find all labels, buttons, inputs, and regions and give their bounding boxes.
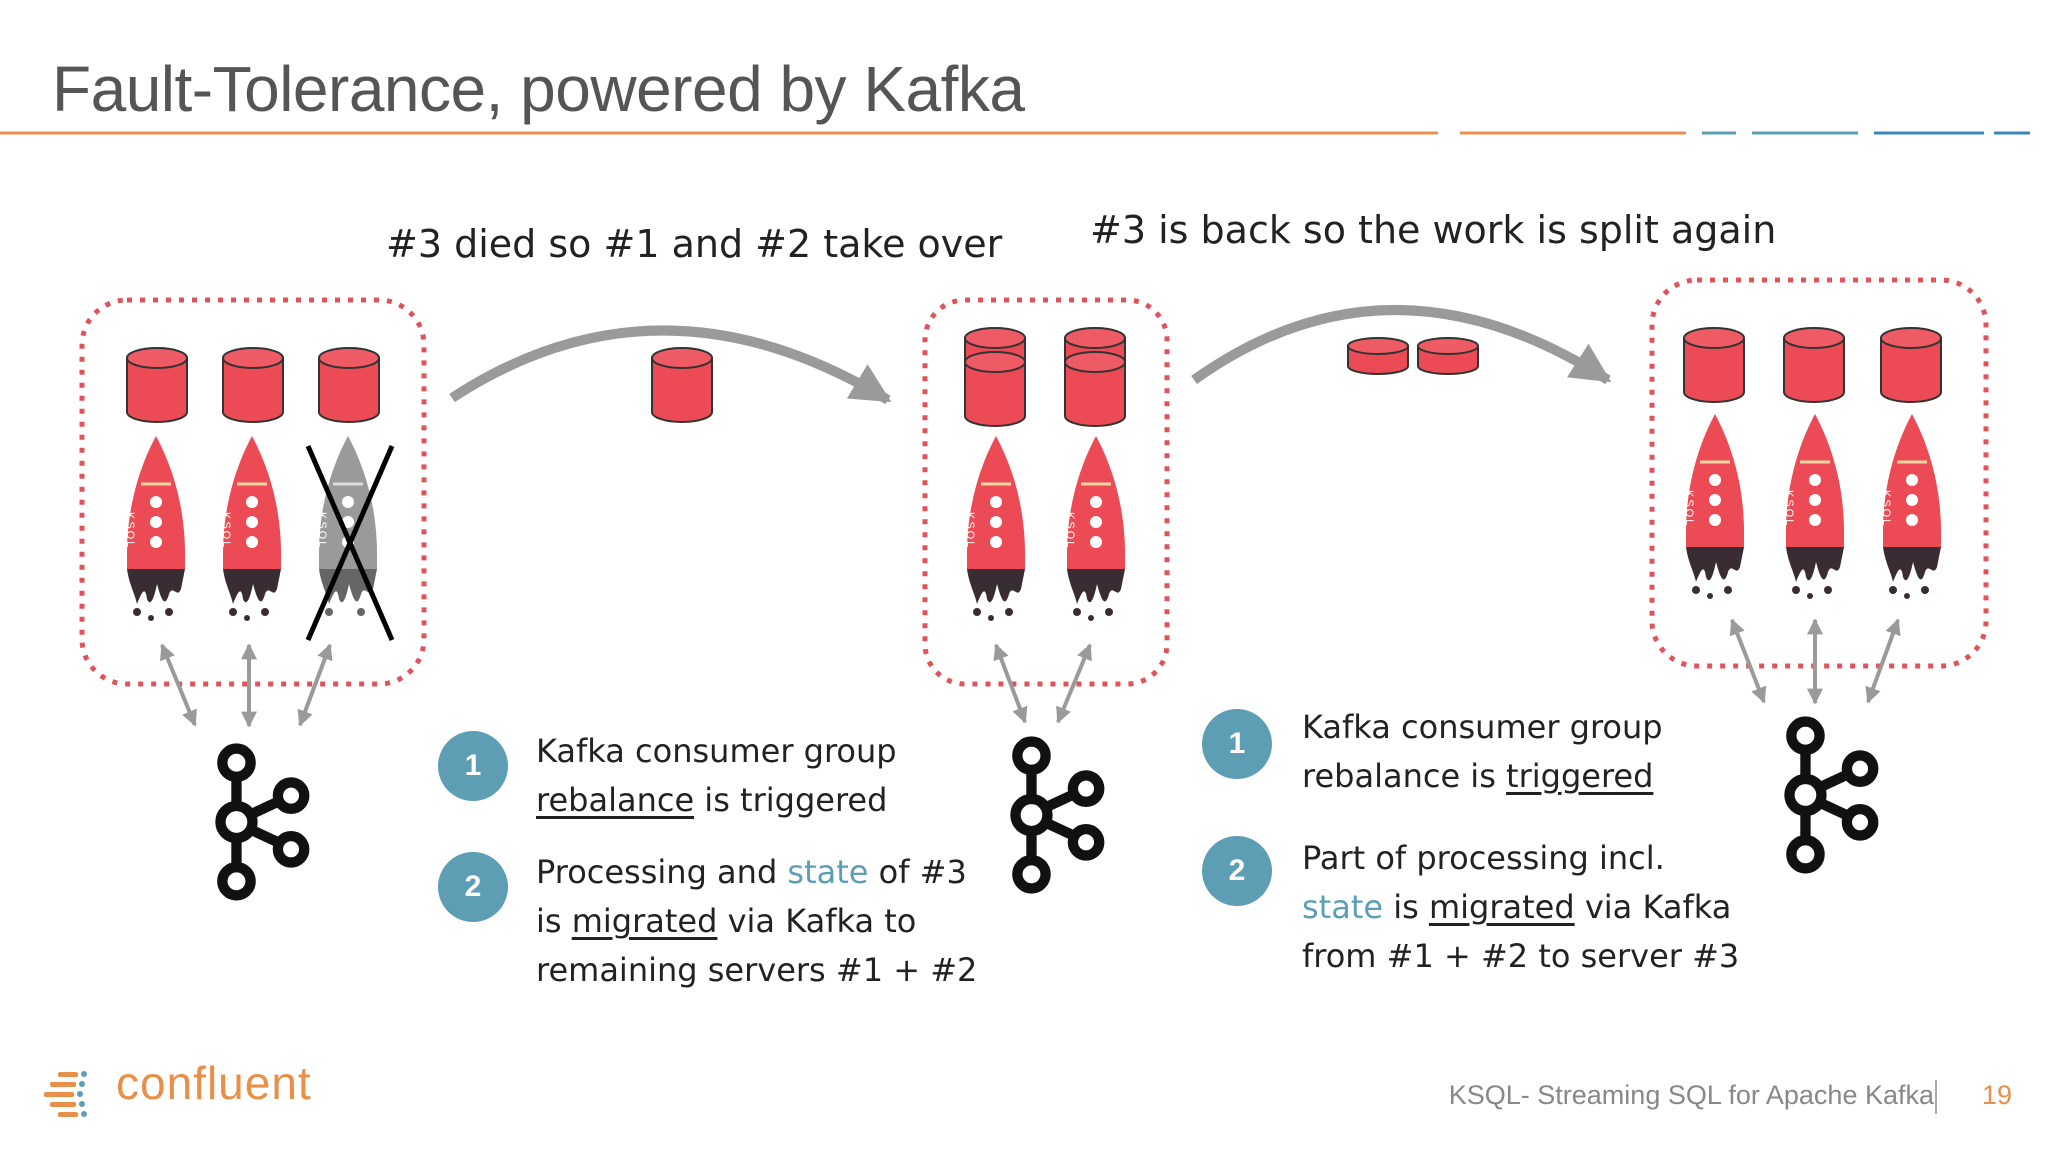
step-line: is migrated via Kafka to xyxy=(536,897,977,946)
step-line: remaining servers #1 + #2 xyxy=(536,946,977,995)
curved-arrow-icon xyxy=(449,325,892,405)
double-arrow-icon xyxy=(160,643,333,728)
step-text: Part of processing incl. state is migrate… xyxy=(1302,834,1739,981)
step-badge: 1 xyxy=(438,731,508,801)
step-badge: 2 xyxy=(1202,836,1272,906)
database-icon xyxy=(126,347,188,423)
slide-title: Fault-Tolerance, powered by Kafka xyxy=(52,53,1025,125)
server-group-before xyxy=(79,297,427,687)
kafka-logo-icon xyxy=(1015,742,1099,889)
step-text-segment: Kafka consumer group xyxy=(536,732,897,770)
step-text-segment: is triggered xyxy=(694,781,888,819)
step-badge: 2 xyxy=(438,852,508,922)
step-line: state is migrated via Kafka xyxy=(1302,883,1739,932)
step-text-segment: Part of processing incl. xyxy=(1302,839,1665,877)
step-text-segment: state xyxy=(1302,888,1384,926)
step-badge: 1 xyxy=(1202,709,1272,779)
rocket-label: KSQL xyxy=(220,512,232,549)
database-icon xyxy=(1783,327,1845,403)
rocket-label: KSQL xyxy=(1683,490,1695,527)
step-text-segment: Processing and xyxy=(536,853,788,891)
rocket-label: KSQL xyxy=(1880,490,1892,527)
step-line: rebalance is triggered xyxy=(1302,752,1663,801)
cross-icon xyxy=(305,445,395,641)
database-icon xyxy=(1417,337,1479,375)
step-text-segment: migrated xyxy=(571,902,718,940)
logo-text: confluent xyxy=(116,1057,312,1109)
rocket-label: KSQL xyxy=(1064,512,1076,549)
kafka-logo-icon xyxy=(1789,722,1873,869)
caption-right: #3 is back so the work is split again xyxy=(1090,208,1777,252)
step-line: from #1 + #2 to server #3 xyxy=(1302,932,1739,981)
caption-left: #3 died so #1 and #2 take over xyxy=(386,222,1003,266)
step-text-segment: is xyxy=(536,902,572,940)
server-group-after xyxy=(1649,277,1989,669)
database-icon xyxy=(318,347,380,423)
confluent-logo: confluent xyxy=(44,1057,314,1122)
step-text-segment: from #1 + #2 to server #3 xyxy=(1302,937,1740,975)
step-text-segment: remaining servers #1 + #2 xyxy=(536,951,978,989)
rocket-label: KSQL xyxy=(964,512,976,549)
step-text-segment: state xyxy=(787,853,869,891)
database-icon xyxy=(964,351,1026,427)
step-line: Kafka consumer group xyxy=(536,727,897,776)
database-icon xyxy=(1064,351,1126,427)
double-arrow-icon xyxy=(1729,618,1901,705)
footer-separator xyxy=(1935,1080,1937,1114)
step-line: Kafka consumer group xyxy=(1302,703,1663,752)
step-text-segment: migrated xyxy=(1428,888,1575,926)
page-number: 19 xyxy=(1982,1080,2013,1110)
footer-title: KSQL- Streaming SQL for Apache Kafka xyxy=(1448,1080,1934,1110)
server-group-during xyxy=(922,297,1170,687)
step-line: Processing and state of #3 xyxy=(536,848,977,897)
step-text: Kafka consumer group rebalance is trigger… xyxy=(1302,703,1663,801)
step-text-segment: of #3 xyxy=(868,853,967,891)
rocket-label: KSQL xyxy=(1783,490,1795,527)
database-icon xyxy=(1683,327,1745,403)
step-text-segment: Kafka consumer group xyxy=(1302,708,1663,746)
double-arrow-icon xyxy=(993,643,1092,724)
step-text: Kafka consumer group rebalance is trigger… xyxy=(536,727,897,825)
rocket-label: KSQL xyxy=(316,512,328,549)
database-icon xyxy=(1880,327,1942,403)
database-icon xyxy=(651,347,713,423)
confluent-mark-icon xyxy=(44,1071,87,1117)
rocket-label: KSQL xyxy=(124,512,136,549)
step-text-segment: via Kafka xyxy=(1574,888,1732,926)
step-text-segment: via Kafka to xyxy=(717,902,917,940)
database-icon xyxy=(222,347,284,423)
step-line: Part of processing incl. xyxy=(1302,834,1739,883)
database-icon xyxy=(1347,337,1409,375)
curved-arrow-icon xyxy=(1191,305,1612,385)
step-text-segment: rebalance xyxy=(536,781,695,819)
step-line: rebalance is triggered xyxy=(536,776,897,825)
step-text-segment: rebalance is xyxy=(1302,757,1507,795)
kafka-logo-icon xyxy=(220,749,304,896)
step-text-segment: triggered xyxy=(1506,757,1654,795)
step-text-segment: is xyxy=(1383,888,1429,926)
